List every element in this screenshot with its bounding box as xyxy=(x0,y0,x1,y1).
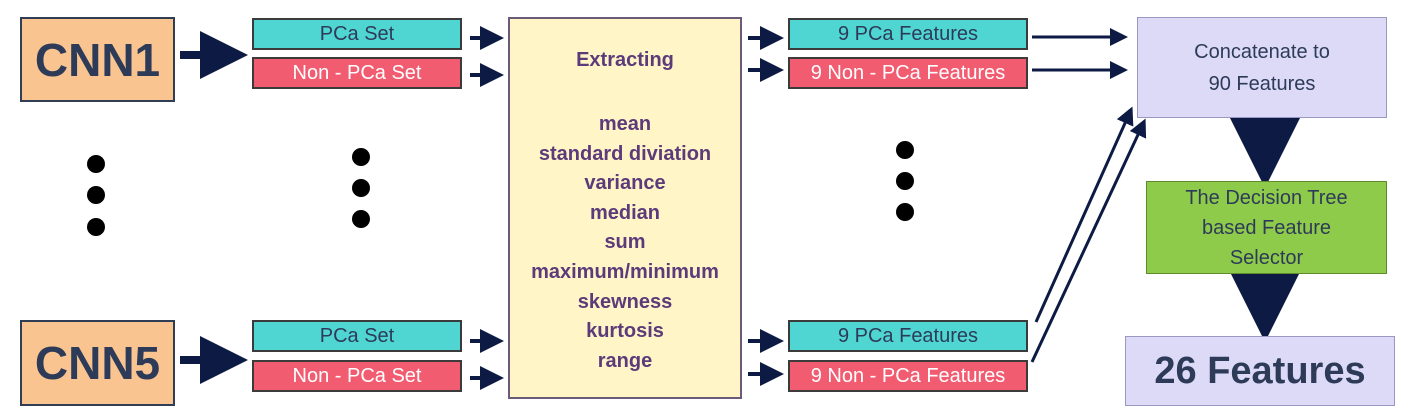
pca-set-top-label: PCa Set xyxy=(319,22,395,45)
pca-features-bottom-label: 9 PCa Features xyxy=(837,324,979,347)
stat-max-min: maximum/minimum xyxy=(531,260,719,283)
concatenate-line2: 90 Features xyxy=(1208,72,1316,95)
stat-skewness: skewness xyxy=(577,290,673,313)
nonpca-features-bottom: 9 Non - PCa Features xyxy=(788,360,1028,392)
pca-features-top-label: 9 PCa Features xyxy=(837,22,979,45)
concatenate-box: Concatenate to 90 Features xyxy=(1137,17,1387,118)
stat-sum: sum xyxy=(604,231,646,254)
decision-tree-selector-box: The Decision Tree based Feature Selector xyxy=(1146,181,1387,274)
stat-standard-deviation: standard diviation xyxy=(538,142,712,165)
ellipsis-dot xyxy=(87,218,105,236)
selector-line3: Selector xyxy=(1229,246,1304,269)
selector-line2: based Feature xyxy=(1202,216,1331,239)
ellipsis-dot xyxy=(352,148,370,166)
ellipsis-dot xyxy=(352,179,370,197)
stat-range: range xyxy=(597,349,653,372)
nonpca-set-top: Non - PCa Set xyxy=(252,57,462,89)
nonpca-set-top-label: Non - PCa Set xyxy=(292,61,422,84)
nonpca-features-bottom-label: 9 Non - PCa Features xyxy=(810,364,1006,387)
cnn5-box: CNN5 xyxy=(20,320,175,406)
pca-features-top: 9 PCa Features xyxy=(788,18,1028,50)
nonpca-set-bottom: Non - PCa Set xyxy=(252,360,462,392)
pca-set-bottom-label: PCa Set xyxy=(319,324,395,347)
extracting-box: Extracting mean standard diviation varia… xyxy=(508,17,742,399)
result-box: 26 Features xyxy=(1125,336,1395,406)
selector-line1: The Decision Tree xyxy=(1185,186,1348,209)
stat-mean: mean xyxy=(598,113,652,135)
ellipsis-dot xyxy=(352,210,370,228)
ellipsis-dot xyxy=(896,172,914,190)
arrow-pca-feat-bottom-to-concat xyxy=(1034,106,1134,323)
ellipsis-dot xyxy=(896,203,914,221)
ellipsis-dot xyxy=(87,186,105,204)
pca-set-top: PCa Set xyxy=(252,18,462,50)
ellipsis-dot xyxy=(896,141,914,159)
pca-set-bottom: PCa Set xyxy=(252,320,462,352)
nonpca-features-top-label: 9 Non - PCa Features xyxy=(810,61,1006,84)
concatenate-line1: Concatenate to xyxy=(1194,40,1330,63)
nonpca-features-top: 9 Non - PCa Features xyxy=(788,57,1028,89)
stat-median: median xyxy=(589,201,661,224)
nonpca-set-bottom-label: Non - PCa Set xyxy=(292,364,422,387)
pca-features-bottom: 9 PCa Features xyxy=(788,320,1028,352)
cnn1-box: CNN1 xyxy=(20,17,175,102)
stat-variance: variance xyxy=(584,172,666,195)
stat-kurtosis: kurtosis xyxy=(586,320,664,343)
cnn1-label: CNN1 xyxy=(34,33,161,86)
arrow-nonpca-feat-bottom-to-concat xyxy=(1030,118,1147,363)
cnn5-label: CNN5 xyxy=(34,337,161,389)
ellipsis-dot xyxy=(87,155,105,173)
result-label: 26 Features xyxy=(1154,349,1366,392)
extracting-title: Extracting xyxy=(576,49,674,71)
